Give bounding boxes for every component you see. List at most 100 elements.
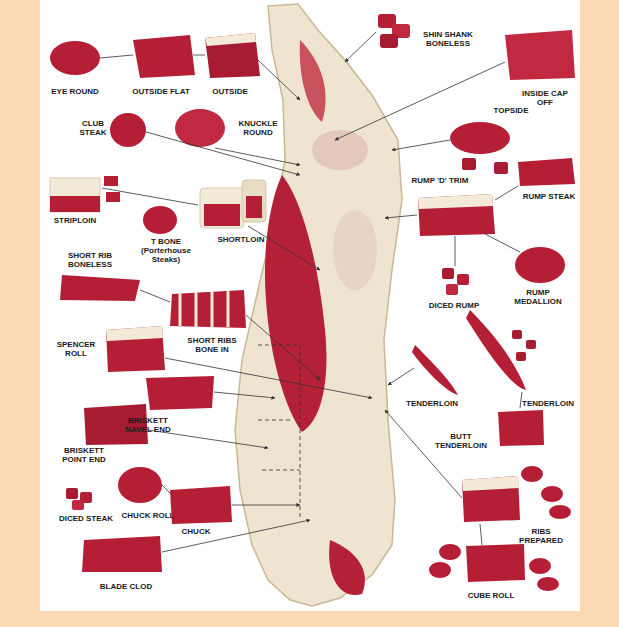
- meat-cut: [466, 544, 525, 582]
- cut-label: BRISKETT NAVEL END: [121, 417, 175, 435]
- meat-cut: [200, 188, 244, 228]
- meat-cut: [205, 33, 260, 78]
- meat-cut: [505, 30, 575, 80]
- leader-line: [345, 32, 376, 62]
- meat-cut: [146, 376, 214, 410]
- meat-cut: [498, 410, 544, 446]
- fat-layer: [205, 33, 256, 46]
- meat-cut: [110, 113, 146, 147]
- cut-label: BLADE CLOD: [100, 583, 152, 592]
- leader-line: [520, 392, 522, 408]
- meat-cut: [512, 330, 522, 339]
- leader-line: [246, 315, 320, 380]
- leader-line: [248, 226, 320, 270]
- panel-ground: [40, 0, 580, 611]
- leader-line: [165, 358, 372, 398]
- carcass-red-area: [329, 540, 365, 595]
- leader-line: [495, 186, 518, 200]
- cut-label: INSIDE CAP OFF: [516, 90, 574, 108]
- meat-cut: [412, 345, 458, 395]
- meat-cut: [72, 500, 84, 510]
- meat-cut: [175, 109, 225, 147]
- carcass-marbling: [312, 130, 368, 170]
- meat-cut: [106, 326, 165, 372]
- rib-bones: [180, 291, 228, 327]
- cut-label: RUMP 'D' TRIM: [412, 177, 469, 186]
- meat-cut: [466, 310, 526, 390]
- cut-label: SHORT RIBS BONE IN: [182, 337, 242, 355]
- fat-layer: [106, 326, 163, 341]
- leader-line: [162, 520, 310, 552]
- leader-lines: [100, 32, 522, 552]
- leader-line: [335, 62, 505, 140]
- leader-line: [193, 55, 205, 56]
- meat-cut: [521, 466, 543, 482]
- section-dashes: [258, 345, 300, 520]
- carcass-outline: [235, 4, 402, 606]
- meat-cut: [82, 536, 162, 572]
- cut-label: RIBS PREPARED: [516, 528, 566, 546]
- cut-label: OUTSIDE FLAT: [132, 88, 190, 97]
- leader-line: [102, 188, 198, 205]
- leader-line: [388, 368, 414, 385]
- leader-line: [162, 485, 172, 495]
- meat-cut: [518, 158, 575, 186]
- leader-line: [100, 55, 133, 58]
- carcass-red-area: [300, 40, 326, 122]
- cut-label: TOPSIDE: [494, 107, 529, 116]
- meat-cut: [60, 275, 140, 301]
- cut-label: DICED RUMP: [429, 302, 480, 311]
- cut-label: DICED STEAK: [59, 515, 113, 524]
- leader-line: [485, 234, 520, 252]
- meat-cut: [118, 467, 162, 503]
- cut-label: T BONE (Porterhouse Steaks): [134, 238, 198, 264]
- leader-line: [392, 140, 450, 150]
- cut-label: BUTT TENDERLOIN: [431, 433, 491, 451]
- meat-cut: [529, 558, 551, 574]
- cut-label: OUTSIDE: [212, 88, 248, 97]
- cut-label: SHIN SHANK BONELESS: [417, 31, 479, 49]
- leader-line: [480, 524, 482, 545]
- leader-line: [385, 215, 417, 218]
- meat-cut: [50, 41, 100, 75]
- meat-cut: [104, 176, 118, 186]
- cut-label: RUMP MEDALLION: [512, 289, 564, 307]
- cut-label: KNUCKLE ROUND: [235, 120, 281, 138]
- cut-label: CHUCK: [182, 528, 211, 537]
- meat-cut: [516, 352, 526, 361]
- cut-label: TENDERLOIN: [522, 400, 574, 409]
- cut-label: CHUCK ROLL: [122, 512, 175, 521]
- meat-cut: [446, 284, 458, 295]
- leader-line: [455, 236, 456, 266]
- cut-label: SHORT RIB BONELESS: [62, 252, 118, 270]
- leader-line: [214, 392, 275, 398]
- meat-cut: [450, 122, 510, 154]
- cut-label: CUBE ROLL: [468, 592, 515, 601]
- carcass-marbling: [333, 210, 377, 290]
- leader-line: [232, 505, 300, 506]
- meat-cut: [462, 158, 476, 170]
- cut-label: SPENCER ROLL: [53, 341, 99, 359]
- leader-line: [146, 132, 300, 175]
- meat-cut: [170, 290, 246, 328]
- cut-label: CLUB STEAK: [76, 120, 110, 138]
- meat-cut: [549, 505, 571, 519]
- meat-cut: [204, 204, 240, 226]
- meat-cut: [143, 206, 177, 234]
- meat-cut: [457, 274, 469, 285]
- meat-cut: [106, 192, 120, 202]
- meat-cut: [442, 268, 454, 279]
- meat-cut: [439, 544, 461, 560]
- leader-line: [140, 290, 170, 302]
- meat-cut: [242, 180, 266, 222]
- fat-layer: [418, 194, 493, 209]
- cut-label: STRIPLOIN: [54, 217, 97, 226]
- meat-cut: [526, 340, 536, 349]
- meat-cut: [429, 562, 451, 578]
- meat-cut: [418, 194, 495, 236]
- fat-layer: [462, 476, 519, 491]
- cut-label: RUMP STEAK: [523, 193, 576, 202]
- cut-label: SHORTLOIN: [217, 236, 264, 245]
- meat-cut: [50, 178, 100, 212]
